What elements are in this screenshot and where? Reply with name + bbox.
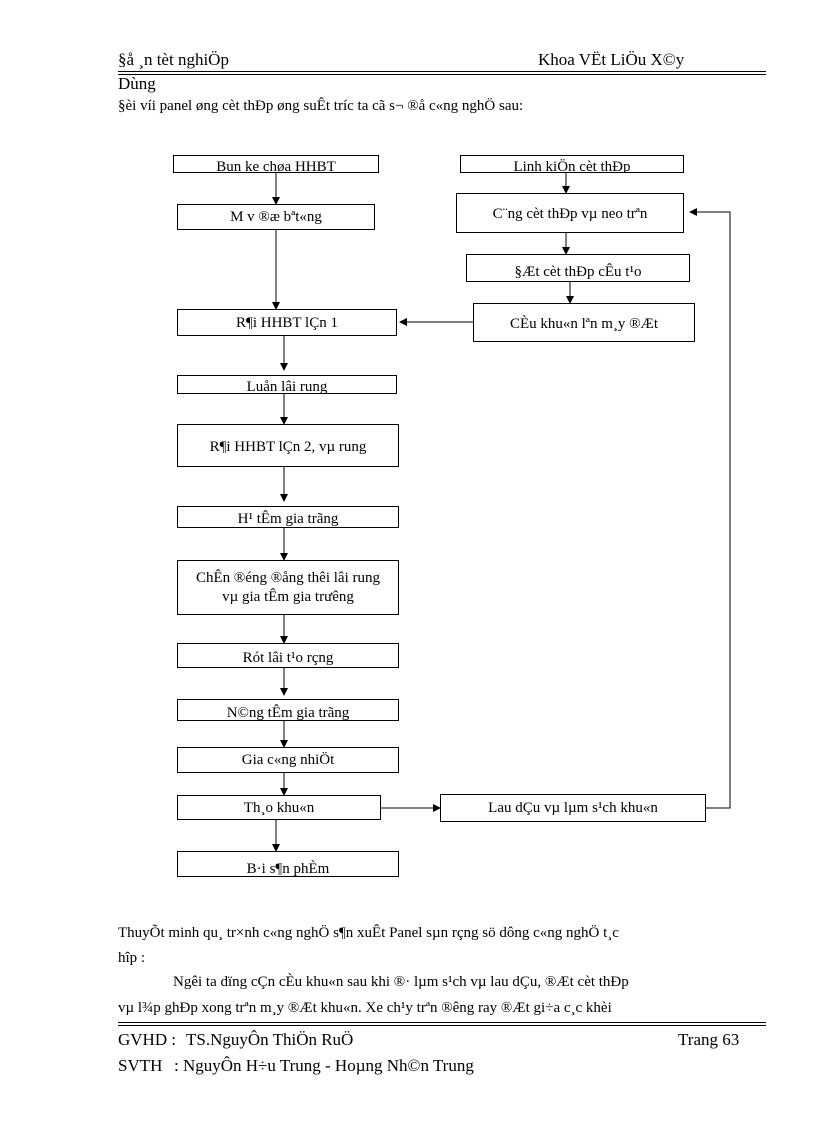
footer-svth-label: SVTH <box>118 1056 163 1075</box>
step-spread-concrete-2: R¶i HHBT lÇn 2, vµ rung <box>177 424 399 467</box>
header-left: §å ¸n tèt nghiÖp <box>118 50 229 69</box>
step-spread-concrete-1: R¶i HHBT lÇn 1 <box>177 309 397 336</box>
step-lift-mould: CÈu khu«n lªn m¸y ®Æt <box>473 303 695 342</box>
step-clean-mould: Lau dÇu vµ lµm s¹ch khu«n <box>440 794 706 822</box>
step-heat-treatment: Gia c«ng nhiÖt <box>177 747 399 773</box>
step-lower-weight-plate: H¹ tÊm gia tr­ãng <box>177 506 399 528</box>
step-tension-steel: C¨ng cèt thÐp vµ neo trªn <box>456 193 684 233</box>
footer-gvhd-label: GVHD : <box>118 1030 177 1049</box>
paragraph-line-3: Ng­êi ta dïng cÇn cÈu khu«n sau khi ®· l… <box>173 974 629 990</box>
step-demould: Th¸o khu«n <box>177 795 381 820</box>
paragraph-line-4: vµ l¾p ghÐp xong trªn m¸y ®Æt khu«n. Xe … <box>118 1000 612 1016</box>
step-place-structural-steel: §Æt cèt thÐp cÊu t¹o <box>466 254 690 282</box>
footer-rule <box>118 1022 766 1023</box>
footer-svth-name: : NguyÔn H÷u Trung - Hoµng Nh©n Trung <box>174 1056 474 1075</box>
header-continuation: Dùng <box>118 74 156 93</box>
footer-page-number: Trang 63 <box>678 1030 740 1049</box>
step-pull-hollow-cores: Rót lâi t¹o rçng <box>177 643 399 668</box>
footer-gvhd-name: TS.NguyÔn ThiÖn RuÖ <box>186 1030 354 1049</box>
header-rule-2 <box>118 74 766 75</box>
paragraph-line-1: ThuyÕt minh qu¸ tr×nh c«ng nghÖ s¶n xuÊt… <box>118 925 619 941</box>
step-product-yard: B·i s¶n phÈm <box>177 851 399 877</box>
step-insert-vibrating-cores: Luån lâi rung <box>177 375 397 394</box>
step-raise-weight-plate: N©ng tÊm gia tr­ãng <box>177 699 399 721</box>
step-concrete-feeder: M v ®æ b­ªt«ng <box>177 204 375 230</box>
step-vibrate-and-weight-label: ChÊn ®éng ®ång thêi lâi rung vµ gia tÊm … <box>195 569 380 605</box>
step-bunker: Bun ke chøa HHBT <box>173 155 379 173</box>
step-vibrate-and-weight: ChÊn ®éng ®ång thêi lâi rung vµ gia tÊm … <box>177 560 399 615</box>
paragraph-line-2: hîp : <box>118 950 146 966</box>
step-steel-components: Linh kiÖn cèt thÐp <box>460 155 684 173</box>
header-right: Khoa VËt LiÖu X©y <box>538 50 685 69</box>
footer-rule-2 <box>118 1025 766 1026</box>
header-rule <box>118 71 766 72</box>
intro-text: §èi víi panel øng cèt thÐp øng suÊt tr­í… <box>118 98 524 114</box>
